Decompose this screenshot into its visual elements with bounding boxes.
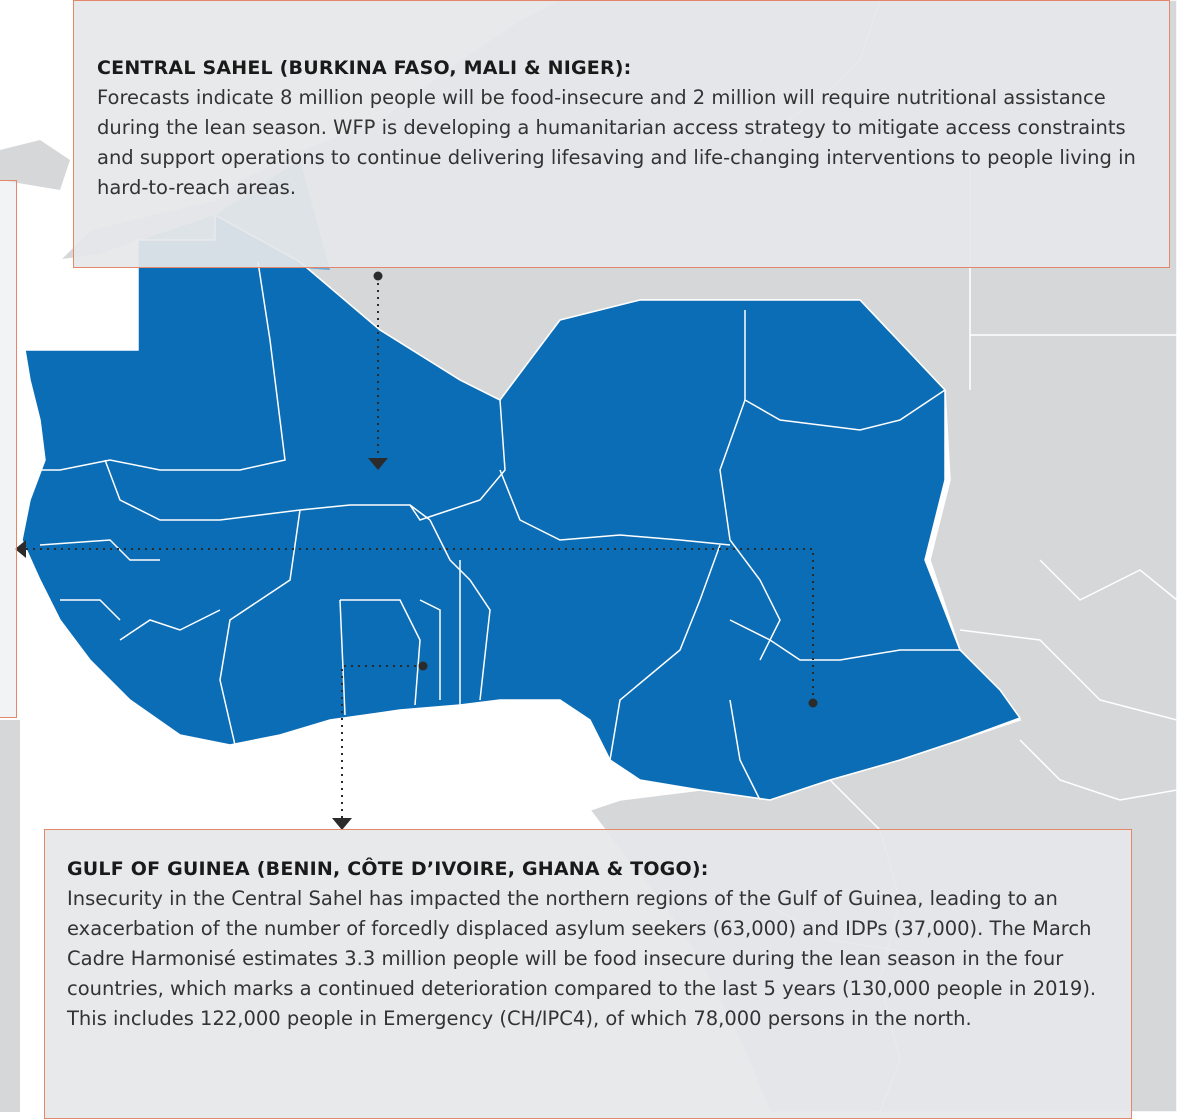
leader-lines — [25, 276, 814, 818]
central-sahel-body: Forecasts indicate 8 million people will… — [97, 86, 1136, 199]
leader-guinea — [341, 665, 423, 818]
land-west-fragment — [0, 140, 70, 190]
gulf-of-guinea-callout: GULF OF GUINEA (BENIN, CÔTE D’IVOIRE, GH… — [44, 829, 1132, 1119]
leader-left — [25, 548, 814, 702]
region-west-africa — [21, 213, 1022, 801]
central-sahel-callout: CENTRAL SAHEL (BURKINA FASO, MALI & NIGE… — [73, 0, 1170, 268]
gulf-of-guinea-body: Insecurity in the Central Sahel has impa… — [67, 887, 1097, 1030]
gulf-of-guinea-title: GULF OF GUINEA (BENIN, CÔTE D’IVOIRE, GH… — [67, 858, 709, 880]
marker-central-east — [808, 698, 818, 708]
central-sahel-title: CENTRAL SAHEL (BURKINA FASO, MALI & NIGE… — [97, 57, 632, 79]
marker-guinea — [418, 661, 428, 671]
left-callout-edge — [0, 180, 17, 718]
marker-sahel — [373, 271, 383, 281]
arrow-sahel — [368, 458, 388, 470]
arrow-left — [15, 540, 26, 558]
arrow-guinea — [332, 818, 352, 830]
country-borders — [39, 261, 960, 801]
land-south-west — [0, 720, 20, 1112]
